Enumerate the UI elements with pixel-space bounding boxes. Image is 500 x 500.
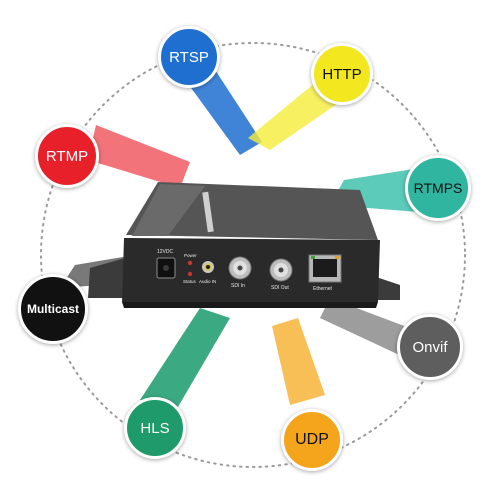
onvif-label: Onvif (412, 338, 448, 356)
onvif-beam (320, 298, 415, 360)
rtmps-bubble: RTMPS (405, 155, 471, 221)
power-led-label: Power (184, 253, 197, 258)
rtsp-bubble: RTSP (158, 26, 220, 88)
sdi-out-label: SDI Out (271, 285, 289, 291)
hls-label: HLS (140, 419, 170, 437)
onvif-bubble: Onvif (397, 314, 463, 380)
rtmp-label: RTMP (45, 147, 89, 165)
udp-beam (272, 318, 325, 405)
device-top-highlight (132, 184, 205, 236)
device-bottom-edge (122, 302, 378, 308)
udp-bubble: UDP (281, 409, 343, 471)
sdi-in-label: SDI In (231, 283, 245, 289)
multicast-bubble: Multicast (18, 274, 88, 344)
status-led-label: Status (183, 279, 196, 284)
rtmps-label: RTMPS (413, 180, 463, 196)
http-bubble: HTTP (311, 43, 373, 105)
dotted-ring (40, 42, 466, 468)
device-brand-stripe (202, 191, 214, 233)
ethernet-led-amber (335, 256, 339, 259)
hls-bubble: HLS (124, 397, 186, 459)
ethernet-label: Ethernet (313, 286, 332, 292)
sdi-out-pin (278, 267, 284, 273)
ethernet-led-green (311, 256, 315, 259)
power-input-label: 12VDC (157, 249, 174, 255)
audio-jack-hole (206, 265, 210, 269)
ethernet-socket (313, 259, 337, 277)
power-led (187, 260, 193, 266)
audio-in-label: Audio IN (199, 279, 217, 284)
power-jack-pin (163, 265, 169, 271)
http-label: HTTP (322, 65, 362, 83)
rtmp-beam (88, 125, 190, 188)
device-left-ear (88, 258, 125, 298)
hls-beam (140, 308, 230, 412)
multicast-label: Multicast (26, 302, 79, 316)
rtmp-bubble: RTMP (35, 124, 99, 188)
sdi-in-pin (237, 265, 243, 271)
status-led (187, 271, 193, 277)
rtsp-label: RTSP (169, 48, 209, 66)
udp-label: UDP (295, 431, 329, 448)
